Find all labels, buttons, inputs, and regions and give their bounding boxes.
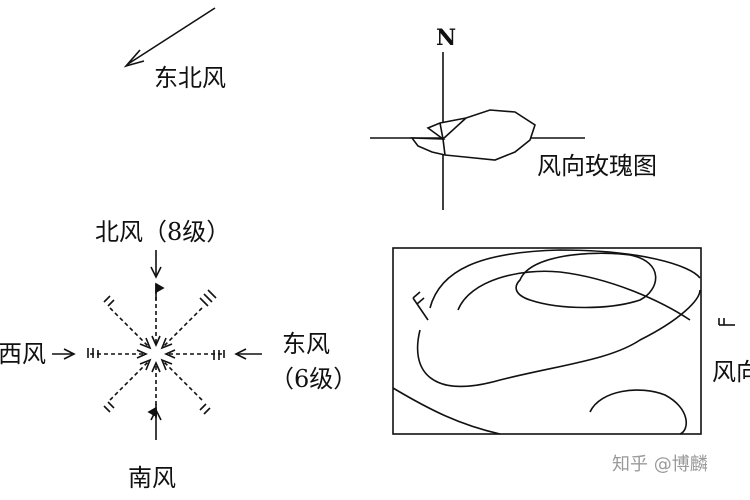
east-wind-label: 东风 xyxy=(282,330,330,358)
wind-rose xyxy=(370,52,585,210)
map-wind-label: 风向 xyxy=(712,358,750,386)
isobar-map-frame xyxy=(392,247,702,435)
approach-arrows xyxy=(52,250,262,440)
map-wind-barbs xyxy=(412,291,735,326)
isobar-lines xyxy=(392,249,701,435)
wind-barbs xyxy=(87,282,225,418)
south-wind-label: 南风 xyxy=(128,464,176,492)
west-wind-label: 西风 xyxy=(0,340,46,368)
east-wind-level-label: （6级） xyxy=(270,365,357,393)
watermark: 知乎 @博麟 xyxy=(612,454,708,475)
northeast-wind-label: 东北风 xyxy=(154,64,226,92)
center-rays xyxy=(90,290,222,412)
north-label: N xyxy=(436,25,456,51)
northeast-wind-arrow xyxy=(123,7,216,68)
center-arrowheads xyxy=(136,335,176,373)
north-wind-label: 北风（8级） xyxy=(95,218,230,246)
wind-rose-label: 风向玫瑰图 xyxy=(537,152,657,180)
